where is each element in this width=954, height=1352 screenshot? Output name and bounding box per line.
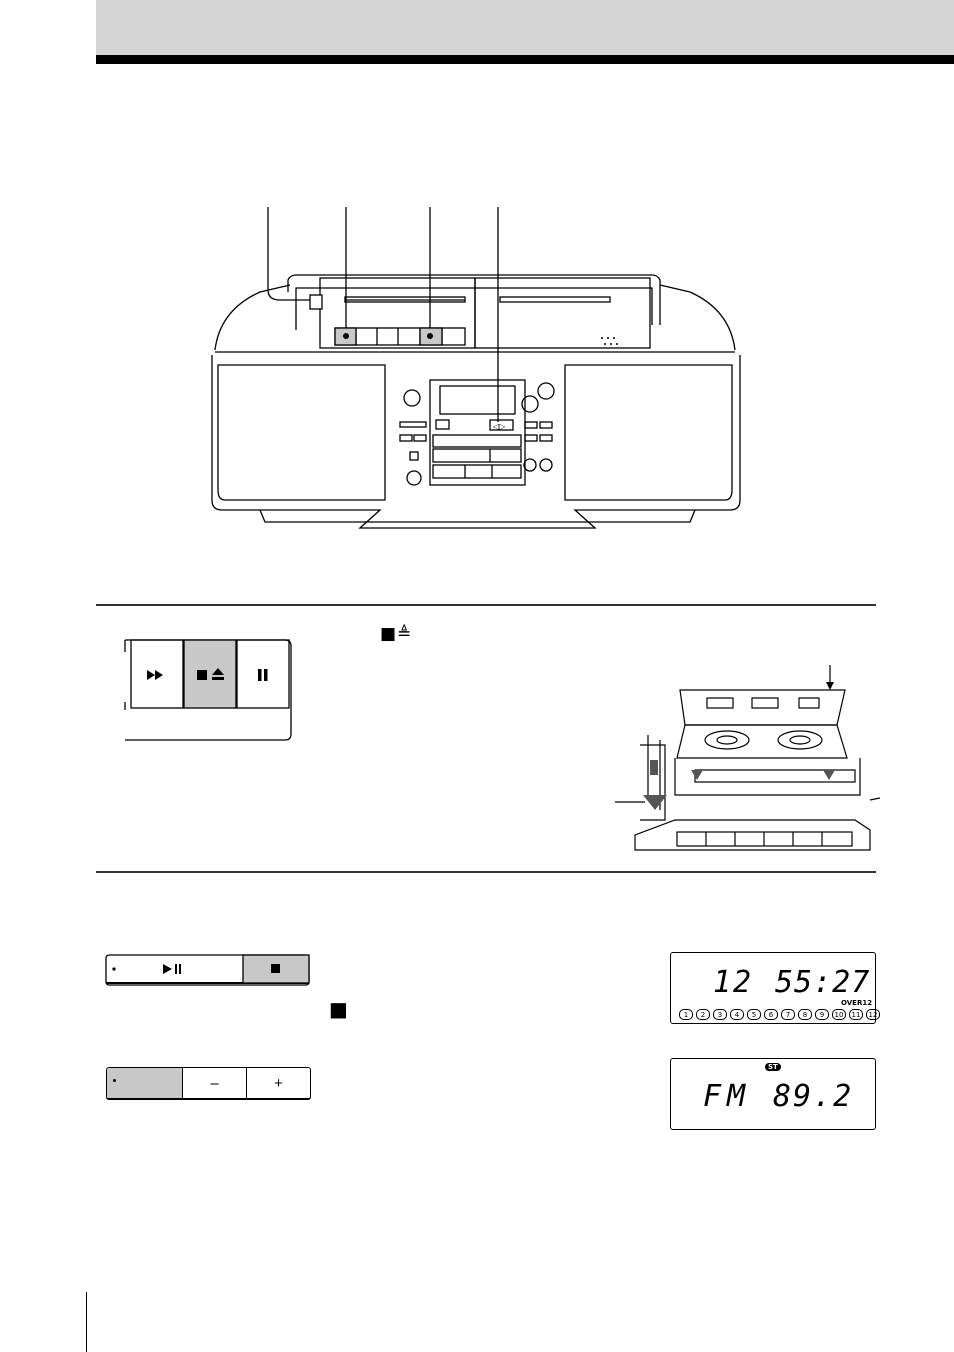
- section-divider-2: [96, 871, 876, 873]
- track-number-indicator: 6: [764, 1009, 778, 1020]
- track-number-indicator: 12: [866, 1009, 880, 1020]
- radio-lcd-display: ST FM 89.2: [670, 1058, 876, 1130]
- pause-icon: [258, 669, 268, 681]
- track-number-indicator: 9: [815, 1009, 829, 1020]
- tuning-plus-button[interactable]: +: [247, 1068, 310, 1098]
- frequency-value: 89.2: [773, 1079, 854, 1114]
- track-number-indicator: 4: [730, 1009, 744, 1020]
- cassette-insert-illustration: [615, 665, 880, 851]
- stop-eject-icon: [197, 668, 224, 680]
- page-margin-line: [86, 1292, 88, 1352]
- header-rule: [96, 55, 954, 64]
- tuning-button-panel: – +: [106, 1067, 311, 1100]
- section-divider-1: [96, 604, 876, 606]
- track-number-indicator: 7: [781, 1009, 795, 1020]
- track-number-indicator: 1: [679, 1009, 693, 1020]
- play-time: 55:27: [775, 965, 871, 1000]
- track-number: 12: [713, 965, 754, 1000]
- tuning-minus-button[interactable]: –: [183, 1068, 247, 1098]
- play-pause-icon: [163, 964, 181, 974]
- svg-text:◁▷: ◁▷: [492, 422, 506, 431]
- over-label: OVER12: [841, 999, 873, 1007]
- track-number-indicator: 8: [798, 1009, 812, 1020]
- boombox-illustration: ◁▷: [211, 207, 741, 529]
- track-number-indicator: 3: [713, 1009, 727, 1020]
- fast-forward-icon: [147, 670, 163, 680]
- band-label: FM: [703, 1079, 752, 1114]
- band-button[interactable]: [107, 1068, 183, 1098]
- stereo-badge: ST: [765, 1063, 781, 1071]
- callout-line-1-bend: [267, 289, 310, 301]
- stop-icon: [271, 964, 280, 973]
- plus-label: +: [274, 1074, 283, 1092]
- track-number-indicator: 2: [696, 1009, 710, 1020]
- header-band: [96, 0, 954, 55]
- cd-button-panel: [105, 954, 310, 986]
- track-number-indicator: 10: [832, 1009, 846, 1020]
- minus-label: –: [210, 1074, 219, 1092]
- track-number-indicator: 5: [747, 1009, 761, 1020]
- track-number-indicator: 11: [849, 1009, 863, 1020]
- stop-symbol-text: ■: [329, 997, 348, 1021]
- stop-eject-symbol-text: ■≜: [380, 624, 413, 644]
- tape-button-panel: [124, 639, 292, 741]
